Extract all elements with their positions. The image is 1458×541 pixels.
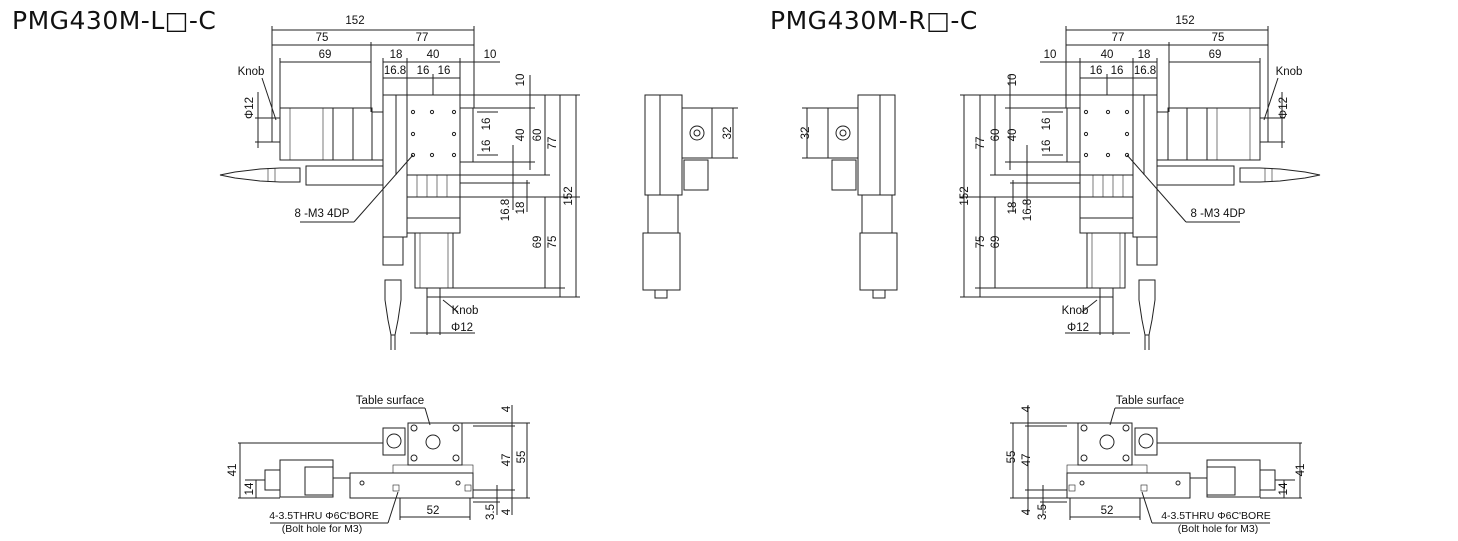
vdim-16a: 16 [481,118,493,131]
dim-40: 40 [1101,49,1114,61]
knob-label-bottom: Knob [452,305,479,317]
phi12-label-bottom: Φ12 [1067,322,1089,334]
phi12-label-bottom: Φ12 [451,322,473,334]
bvdim-47: 47 [501,454,513,467]
vdim-16b: 16 [1041,140,1053,153]
dim-152: 152 [1175,15,1194,27]
vdim-10: 10 [515,74,527,87]
bdim-52: 52 [1101,505,1114,517]
bvdim-47: 47 [1021,454,1033,467]
dim-16-8: 16.8 [1134,65,1156,77]
vdim-77: 77 [547,137,559,150]
table-surface-label: Table surface [1116,395,1184,407]
m3-tapped-holes-label: 8 -M3 4DP [1191,208,1246,220]
phi12-label: Φ12 [244,97,256,119]
dim-69: 69 [319,49,332,61]
vdim-152: 152 [959,186,971,205]
dim-10: 10 [484,49,497,61]
bvdim-14: 14 [244,482,256,495]
bvdim-3-5: 3.5 [485,504,497,520]
left-model-title: PMG430M-L□-C [12,6,217,35]
vdim-10: 10 [1007,74,1019,87]
side-vdim-32: 32 [800,127,812,140]
dim-18: 18 [1138,49,1151,61]
bore-label: 4-3.5THRU Φ6C'BORE [269,510,379,522]
m3-tapped-holes-label: 8 -M3 4DP [295,208,350,220]
bvdim-14: 14 [1278,482,1290,495]
dim-69: 69 [1209,49,1222,61]
knob-label: Knob [238,66,265,78]
bolt-hole-label: (Bolt hole for M3) [282,523,363,535]
vdim-60: 60 [532,129,544,142]
dim-16b: 16 [438,65,451,77]
left-drawing [219,25,739,524]
bdim-52: 52 [427,505,440,517]
vdim-69: 69 [990,236,1002,249]
bolt-hole-label: (Bolt hole for M3) [1178,523,1259,535]
vdim-69: 69 [532,236,544,249]
bvdim-4b: 4 [501,508,513,515]
vdim-16b: 16 [481,140,493,153]
vdim-152: 152 [563,186,575,205]
dim-16a: 16 [1111,65,1124,77]
dim-16-8: 16.8 [384,65,406,77]
dim-152: 152 [345,15,364,27]
bore-label: 4-3.5THRU Φ6C'BORE [1161,510,1271,522]
bvdim-3-5: 3.5 [1037,504,1049,520]
bvdim-4b: 4 [1021,508,1033,515]
left-dimension-labels: 152 75 77 69 18 40 10 16.8 16 16 Knob Φ1… [227,15,734,535]
vdim-18: 18 [1007,202,1019,215]
dim-40: 40 [427,49,440,61]
side-vdim-32: 32 [722,127,734,140]
vdim-40: 40 [1007,129,1019,142]
bvdim-4a: 4 [501,405,513,412]
dim-75: 75 [1212,32,1225,44]
vdim-77: 77 [975,137,987,150]
bvdim-41: 41 [227,464,239,477]
vdim-16a: 16 [1041,118,1053,131]
bvdim-4a: 4 [1021,405,1033,412]
dim-10: 10 [1044,49,1057,61]
bvdim-55: 55 [1006,451,1018,464]
dim-18: 18 [390,49,403,61]
table-surface-label: Table surface [356,395,424,407]
vdim-40: 40 [515,129,527,142]
vdim-18: 18 [515,202,527,215]
dim-16b: 16 [1090,65,1103,77]
knob-label-bottom: Knob [1062,305,1089,317]
bvdim-55: 55 [516,451,528,464]
phi12-label: Φ12 [1278,97,1290,119]
knob-label: Knob [1276,66,1303,78]
vdim-75: 75 [975,236,987,249]
bvdim-41: 41 [1295,464,1307,477]
right-dimension-labels: 152 75 77 69 18 40 10 16.8 16 16 Knob Φ1… [800,15,1307,535]
right-model-title: PMG430M-R□-C [770,6,978,35]
dim-77: 77 [1112,32,1125,44]
vdim-16-8: 16.8 [1022,199,1034,221]
vdim-16-8: 16.8 [500,199,512,221]
dim-75: 75 [316,32,329,44]
vdim-75: 75 [547,236,559,249]
dim-16a: 16 [417,65,430,77]
dim-77: 77 [416,32,429,44]
vdim-60: 60 [990,129,1002,142]
right-drawing [801,25,1321,524]
